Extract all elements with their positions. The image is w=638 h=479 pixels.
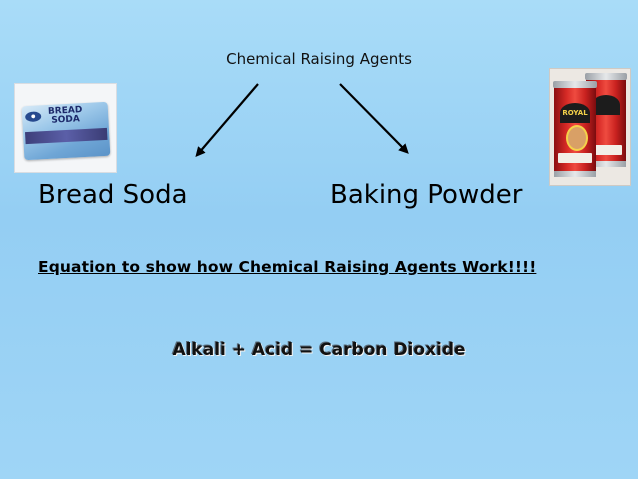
tin-logo-brand: ROYAL: [560, 103, 590, 123]
tin-logo: [592, 95, 620, 115]
tin-portrait-icon: [566, 125, 588, 151]
baking-powder-label: Baking Powder: [330, 180, 523, 210]
equation-heading: Equation to show how Chemical Raising Ag…: [38, 258, 537, 276]
packet-badge-icon: ●: [24, 111, 42, 123]
tin-bottom: [586, 161, 626, 167]
tin-label: [590, 145, 622, 155]
formula-text: Alkali + Acid = Carbon Dioxide: [172, 340, 466, 360]
bread-soda-label: Bread Soda: [38, 180, 188, 210]
tin-label: [558, 153, 592, 163]
arrow-left: [195, 83, 259, 158]
slide-title: Chemical Raising Agents: [226, 50, 412, 68]
arrow-right: [339, 83, 409, 154]
packet-band: [25, 127, 108, 145]
tin-lid: [585, 73, 627, 80]
baking-powder-tin-front: ROYAL: [553, 81, 597, 177]
baking-powder-image: ROYAL: [549, 68, 631, 186]
tin-bottom: [554, 171, 596, 177]
tin-lid: [553, 81, 597, 88]
